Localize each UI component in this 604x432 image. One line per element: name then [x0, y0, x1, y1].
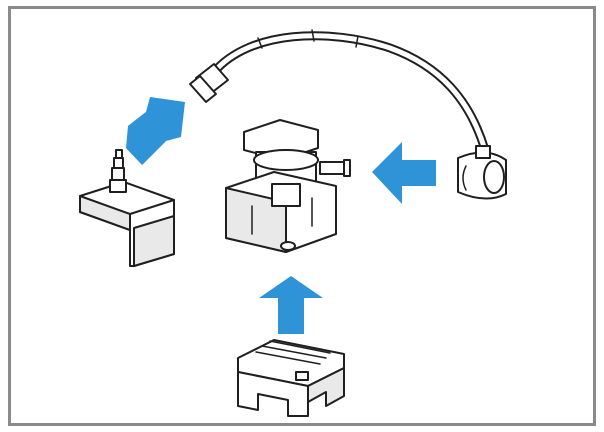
valve-body: [225, 119, 351, 253]
hose-end-connector: [189, 63, 229, 103]
nozzle-bracket: [79, 149, 175, 267]
arrow-diagonal-up-right-icon: [126, 97, 185, 165]
hose-ring-marks: [257, 29, 359, 49]
hose-assembly: [189, 29, 507, 200]
arrow-up-icon: [259, 276, 323, 334]
mounting-base: [237, 339, 345, 417]
hose-clamp-connector: [457, 145, 507, 200]
arrow-left-icon: [372, 142, 436, 204]
